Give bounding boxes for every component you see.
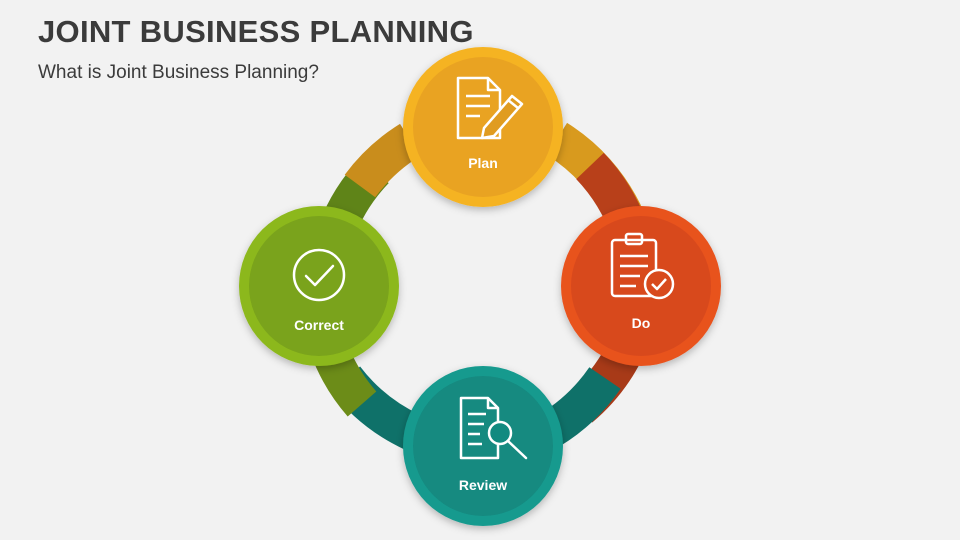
node-correct[interactable]	[239, 206, 399, 366]
check-circle-icon	[292, 248, 346, 302]
document-magnifier-icon	[459, 396, 528, 460]
arc-plan-correct	[344, 123, 421, 198]
node-correct-label: Correct	[294, 317, 344, 333]
node-plan[interactable]	[403, 47, 563, 207]
document-pencil-icon	[456, 76, 524, 140]
node-do[interactable]	[561, 206, 721, 366]
clipboard-check-icon	[610, 232, 675, 300]
page-title: JOINT BUSINESS PLANNING	[38, 14, 474, 49]
page-subtitle: What is Joint Business Planning?	[38, 62, 319, 83]
node-review[interactable]	[403, 366, 563, 526]
node-plan-label: Plan	[468, 155, 498, 171]
node-review-label: Review	[459, 477, 507, 493]
node-do-label: Do	[632, 315, 651, 331]
